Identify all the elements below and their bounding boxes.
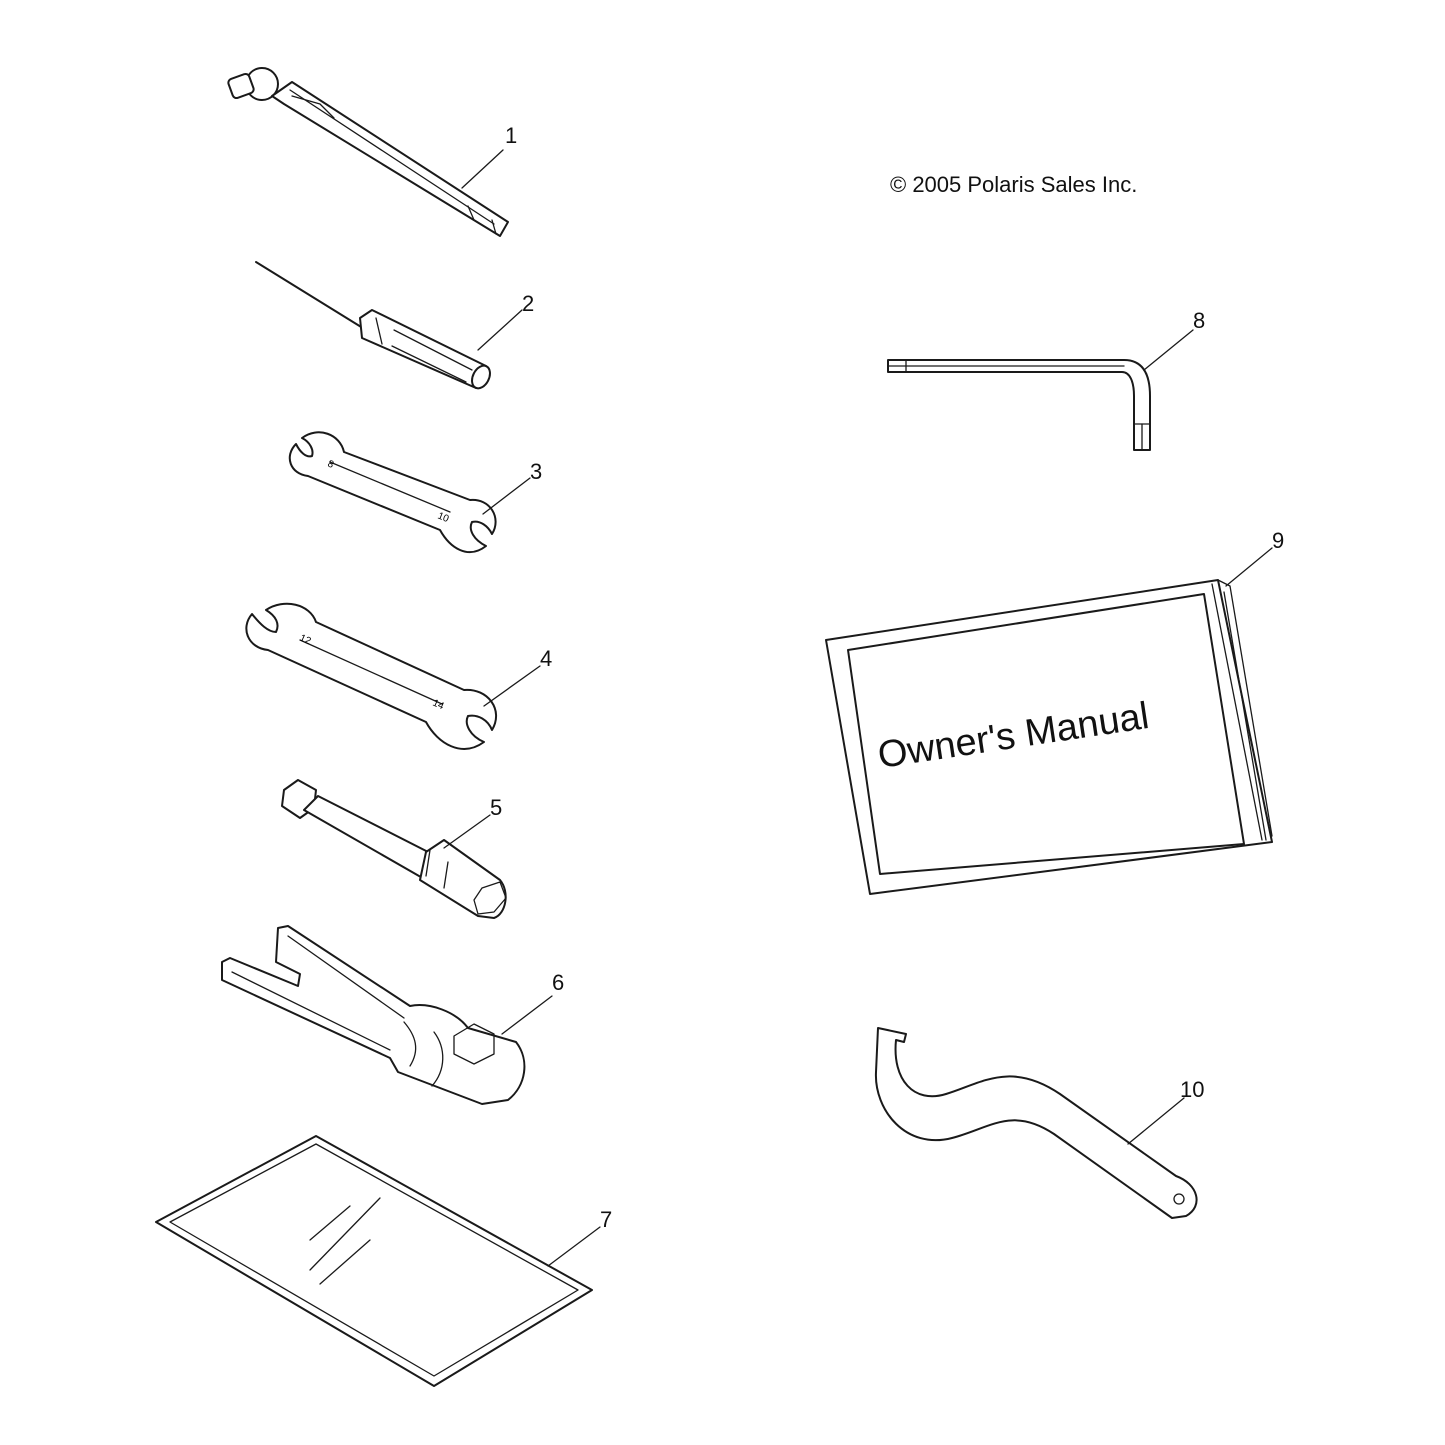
callout-10: 10 bbox=[1180, 1077, 1204, 1102]
callout-1: 1 bbox=[505, 123, 517, 148]
part-8-hex-key[interactable]: 8 bbox=[887, 308, 1205, 451]
callout-7: 7 bbox=[600, 1207, 612, 1232]
part-1-pressure-gauge[interactable]: 1 bbox=[227, 67, 517, 237]
part-3-wrench-8-10[interactable]: 8 10 3 bbox=[288, 431, 542, 554]
copyright-text: © 2005 Polaris Sales Inc. bbox=[890, 172, 1137, 197]
wrench-4-size-right: 14 bbox=[431, 698, 446, 713]
part-10-spanner-wrench[interactable]: 10 bbox=[874, 1027, 1205, 1219]
callout-5: 5 bbox=[490, 795, 502, 820]
part-9-owners-manual[interactable]: Owner's Manual 9 bbox=[825, 528, 1284, 895]
callout-8: 8 bbox=[1193, 308, 1205, 333]
callout-2: 2 bbox=[522, 291, 534, 316]
part-5-spark-plug-socket[interactable]: 5 bbox=[281, 779, 507, 919]
part-2-screwdriver[interactable]: 2 bbox=[255, 261, 534, 391]
wrench-3-size-left: 8 bbox=[326, 459, 336, 471]
wrench-3-size-right: 10 bbox=[436, 511, 451, 526]
part-4-wrench-12-14[interactable]: 12 14 4 bbox=[245, 602, 552, 750]
callout-4: 4 bbox=[540, 646, 552, 671]
callout-3: 3 bbox=[530, 459, 542, 484]
callout-6: 6 bbox=[552, 970, 564, 995]
wrench-4-size-left: 12 bbox=[298, 633, 313, 648]
callout-9: 9 bbox=[1272, 528, 1284, 553]
part-7-document-bag[interactable]: 7 bbox=[155, 1135, 612, 1387]
part-6-tool-bracket[interactable]: 6 bbox=[221, 925, 564, 1105]
